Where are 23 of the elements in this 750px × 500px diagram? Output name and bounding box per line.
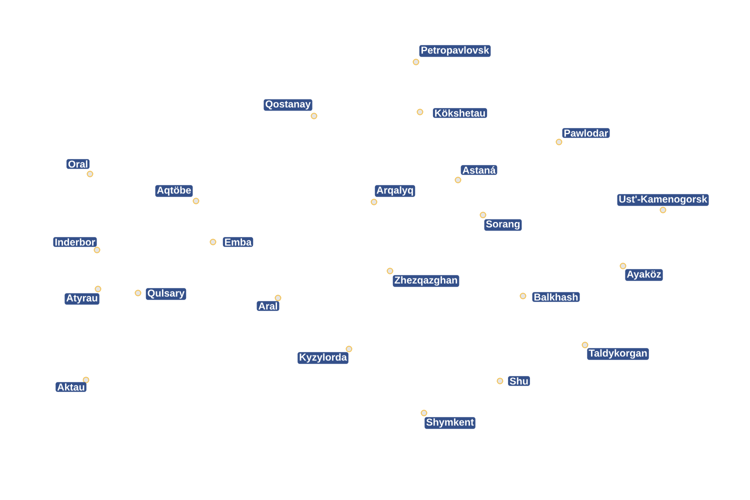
city-label: Pawlodar — [562, 128, 610, 138]
city-label: Sorang — [484, 219, 522, 231]
city-label: Inderbor — [53, 237, 97, 247]
city-label: Zhezqazghan — [392, 275, 460, 287]
city-label: Arqalyq — [374, 185, 416, 197]
city-label: Taldykorgan — [587, 348, 649, 360]
city-label: Qulsary — [146, 288, 186, 300]
city-label: Aral — [256, 301, 280, 311]
city-label: Shu — [508, 376, 530, 386]
city-label: Petropavlovsk — [419, 45, 491, 57]
city-label: Ust'-Kamenogorsk — [617, 194, 709, 206]
city-label: Astaná — [460, 165, 498, 175]
city-label: Qostanay — [264, 99, 312, 111]
city-label: Shymkent — [424, 417, 476, 429]
city-label: Emba — [222, 237, 254, 247]
city-label: Oral — [66, 159, 90, 169]
city-label: Aktau — [56, 382, 86, 392]
city-label: Kyzylorda — [298, 352, 348, 364]
city-label: Aqtöbe — [155, 185, 193, 197]
city-label: Atyrau — [64, 293, 100, 305]
city-label: Ayaköz — [625, 269, 663, 281]
city-label: Kökshetau — [432, 108, 488, 118]
city-label: Balkhash — [532, 292, 580, 302]
